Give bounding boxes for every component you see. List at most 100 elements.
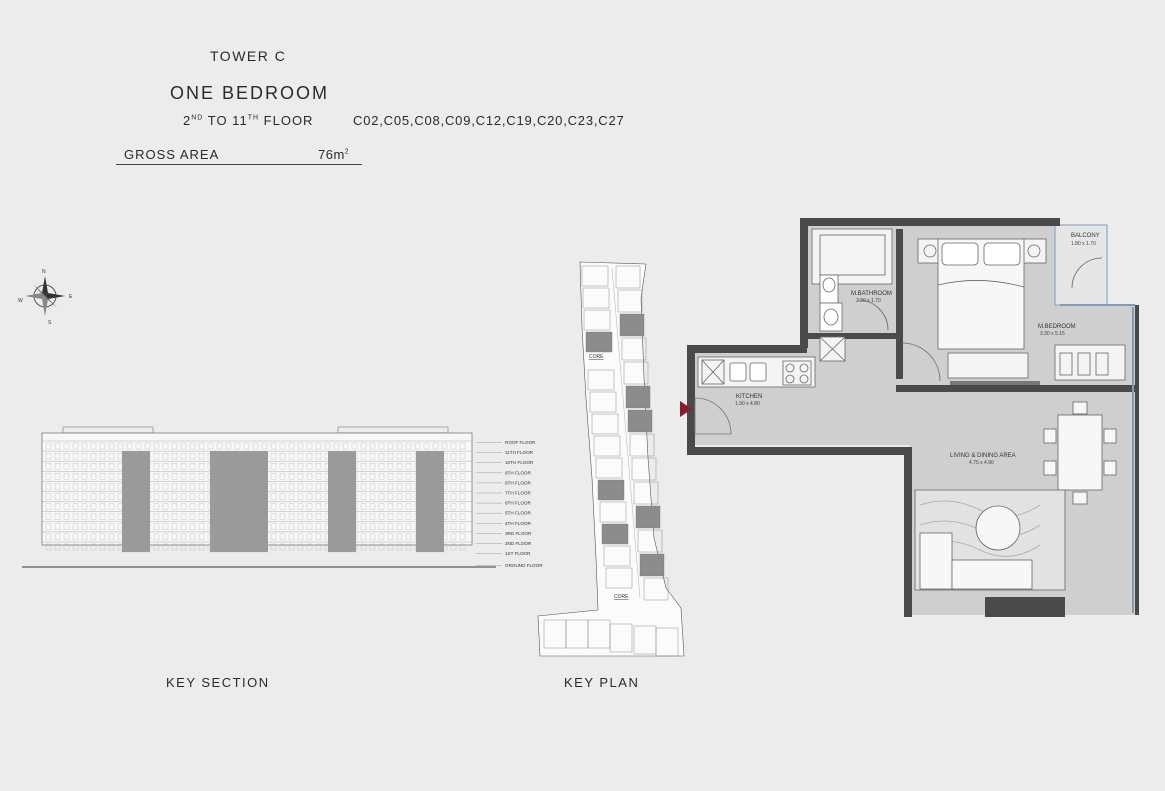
unit-floor-plan: BALCONY 1.80 x 1.70 M.BATHROOM 2.20 x 1.… bbox=[680, 218, 1139, 617]
window bbox=[81, 533, 88, 541]
compass-label-w: W bbox=[18, 298, 23, 304]
key-plan-unit bbox=[589, 391, 617, 413]
key-plan-unit bbox=[593, 435, 621, 457]
floor-from-sup: ND bbox=[191, 114, 204, 122]
window bbox=[450, 483, 457, 490]
window bbox=[387, 483, 394, 490]
window bbox=[306, 463, 313, 470]
window bbox=[360, 503, 367, 510]
bathroom-fixtures bbox=[811, 228, 893, 362]
key-plan-unit bbox=[617, 289, 643, 313]
window bbox=[450, 533, 457, 541]
window bbox=[144, 442, 151, 450]
window bbox=[270, 513, 277, 520]
window bbox=[63, 463, 70, 470]
window bbox=[315, 513, 322, 520]
floor-label: 1ST FLOOR bbox=[505, 551, 531, 556]
window bbox=[360, 523, 367, 530]
compass-label-s: S bbox=[48, 320, 52, 326]
window bbox=[396, 503, 403, 510]
window bbox=[450, 503, 457, 510]
window bbox=[108, 473, 115, 480]
window bbox=[90, 452, 97, 460]
window bbox=[153, 473, 160, 480]
key-plan-unit bbox=[605, 567, 633, 589]
tower-title: TOWER C bbox=[210, 48, 287, 64]
window bbox=[450, 442, 457, 450]
window bbox=[270, 442, 277, 450]
window bbox=[315, 442, 322, 450]
gross-area-value: 76m2 bbox=[318, 147, 349, 162]
window bbox=[279, 513, 286, 520]
window bbox=[396, 473, 403, 480]
window bbox=[72, 493, 79, 500]
window bbox=[279, 503, 286, 510]
corridor bbox=[611, 267, 641, 599]
window bbox=[450, 473, 457, 480]
window bbox=[459, 483, 466, 490]
window bbox=[171, 463, 178, 470]
window bbox=[396, 493, 403, 500]
window bbox=[99, 442, 106, 450]
window bbox=[459, 442, 466, 450]
window bbox=[261, 442, 268, 450]
window bbox=[153, 543, 160, 551]
window bbox=[90, 513, 97, 520]
floor-range: 2ND TO 11TH FLOOR bbox=[183, 113, 313, 128]
window bbox=[378, 442, 385, 450]
key-plan-core-label: CORE bbox=[614, 594, 629, 600]
window bbox=[450, 523, 457, 530]
bedroom-furniture bbox=[901, 238, 1126, 382]
window bbox=[189, 523, 196, 530]
window bbox=[306, 543, 313, 551]
window bbox=[81, 483, 88, 490]
window bbox=[360, 533, 367, 541]
window bbox=[171, 442, 178, 450]
floor-label: 3RD FLOOR bbox=[505, 531, 532, 536]
window bbox=[369, 513, 376, 520]
window bbox=[72, 473, 79, 480]
window bbox=[270, 493, 277, 500]
window bbox=[198, 463, 205, 470]
window bbox=[45, 513, 52, 520]
window bbox=[90, 543, 97, 551]
window bbox=[396, 533, 403, 541]
highlighted-units bbox=[122, 451, 150, 553]
window bbox=[63, 543, 70, 551]
key-plan-unit bbox=[623, 361, 649, 385]
window bbox=[279, 523, 286, 530]
window bbox=[81, 543, 88, 551]
key-plan-unit bbox=[619, 313, 645, 337]
window bbox=[378, 543, 385, 551]
window bbox=[306, 523, 313, 530]
window bbox=[369, 493, 376, 500]
floor-label: GROUND FLOOR bbox=[505, 563, 543, 568]
window bbox=[270, 503, 277, 510]
window bbox=[63, 483, 70, 490]
kitchen-counter bbox=[697, 356, 816, 388]
key-plan-unit bbox=[582, 287, 610, 309]
window bbox=[189, 473, 196, 480]
window bbox=[459, 463, 466, 470]
window bbox=[396, 463, 403, 470]
window bbox=[63, 442, 70, 450]
window bbox=[288, 493, 295, 500]
key-plan-caption: KEY PLAN bbox=[564, 675, 640, 690]
key-plan-unit bbox=[621, 337, 647, 361]
window bbox=[369, 523, 376, 530]
window bbox=[72, 463, 79, 470]
highlighted-units bbox=[328, 451, 356, 553]
key-plan-unit bbox=[635, 505, 661, 529]
window bbox=[54, 473, 61, 480]
floor-from: 2 bbox=[183, 113, 192, 128]
window bbox=[279, 533, 286, 541]
window bbox=[270, 473, 277, 480]
window bbox=[180, 452, 187, 460]
window bbox=[90, 473, 97, 480]
window bbox=[297, 463, 304, 470]
floor-label: ROOF FLOOR bbox=[505, 440, 536, 445]
window bbox=[315, 533, 322, 541]
window bbox=[387, 473, 394, 480]
